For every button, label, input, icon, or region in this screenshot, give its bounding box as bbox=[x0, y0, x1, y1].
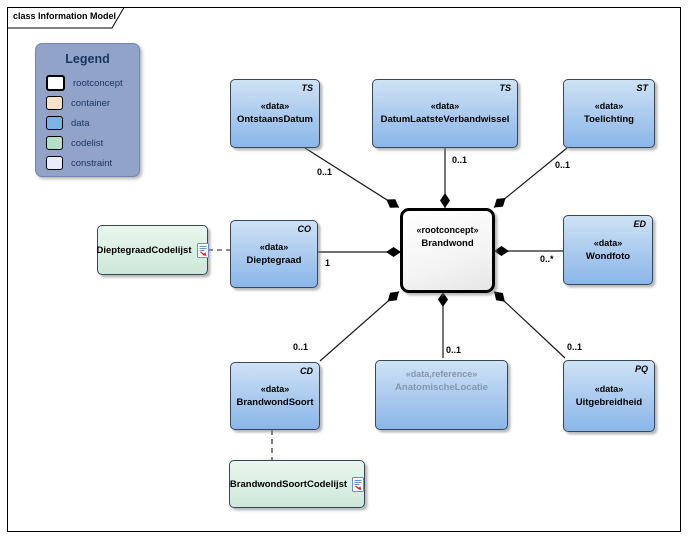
stereotype-label: «data» bbox=[593, 237, 623, 248]
legend-item-data: data bbox=[46, 113, 139, 133]
diamond-ontstaansdatum bbox=[386, 199, 399, 208]
node-dieptegraad[interactable]: CO «data» Dieptegraad bbox=[230, 220, 318, 288]
legend-item-label: rootconcept bbox=[73, 77, 123, 89]
type-code: PQ bbox=[634, 364, 648, 374]
node-name: OntstaansDatum bbox=[236, 114, 313, 125]
legend-item-label: container bbox=[71, 97, 111, 109]
node-brandwondsoortcodelijst[interactable]: BrandwondSoortCodelijst bbox=[229, 460, 365, 508]
node-name: DatumLaatsteVerbandwissel bbox=[380, 114, 510, 125]
connector-brandwondsoort bbox=[319, 291, 400, 362]
connector-ontstaansdatum bbox=[304, 147, 400, 209]
diamond-datumlaatsteverbandwissel bbox=[440, 193, 450, 208]
type-code: TS bbox=[499, 83, 511, 93]
constraint-swatch bbox=[46, 156, 63, 170]
type-code: ST bbox=[636, 83, 648, 93]
node-name: BrandwondSoortCodelijst bbox=[229, 478, 348, 490]
multiplicity-toelichting: 0..1 bbox=[555, 160, 571, 170]
type-code: CO bbox=[297, 224, 312, 234]
multiplicity-brandwondsoort: 0..1 bbox=[293, 342, 309, 352]
node-anatomischelocatie[interactable]: «data,reference» AnatomischeLocatie bbox=[375, 360, 508, 430]
stereotype-label: «data» bbox=[259, 241, 289, 252]
node-name: Uitgebreidheid bbox=[575, 396, 643, 408]
node-name: DieptegraadCodelijst bbox=[96, 244, 192, 256]
node-brandwondsoort[interactable]: CD «data» BrandwondSoort bbox=[230, 362, 320, 430]
legend-item-label: data bbox=[71, 117, 90, 129]
node-name: AnatomischeLocatie bbox=[395, 382, 488, 393]
multiplicity-datumlaatsteverbandwissel: 0..1 bbox=[452, 155, 468, 165]
node-name: Brandwond bbox=[421, 238, 474, 249]
node-name: BrandwondSoort bbox=[236, 396, 314, 408]
connector-toelichting bbox=[493, 147, 568, 208]
type-code: ED bbox=[633, 219, 646, 229]
frame-tab bbox=[7, 7, 125, 29]
node-name: Toelichting bbox=[584, 114, 634, 125]
legend-item-container: container bbox=[46, 93, 139, 113]
document-icon bbox=[352, 476, 365, 492]
rootconcept-swatch bbox=[46, 75, 65, 91]
node-dieptegraadcodelijst[interactable]: DieptegraadCodelijst bbox=[96, 225, 209, 275]
diamond-wondfoto bbox=[494, 246, 509, 256]
legend-item-label: constraint bbox=[71, 157, 113, 169]
multiplicity-wondfoto: 0..* bbox=[540, 254, 554, 264]
multiplicity-ontstaansdatum: 0..1 bbox=[317, 167, 333, 177]
stereotype-label: «data» bbox=[260, 101, 290, 111]
legend-item-rootconcept: rootconcept bbox=[46, 73, 139, 93]
multiplicity-anatomischelocatie: 0..1 bbox=[446, 345, 462, 355]
stereotype-label: «data» bbox=[260, 383, 290, 394]
node-toelichting[interactable]: ST «data» Toelichting bbox=[563, 79, 655, 148]
diamond-brandwondsoort bbox=[387, 291, 399, 302]
diamond-uitgebreidheid bbox=[494, 291, 505, 302]
stereotype-label: «data,reference» bbox=[405, 369, 478, 379]
composition-diamonds bbox=[386, 193, 509, 307]
data-swatch bbox=[46, 116, 63, 130]
legend-title: Legend bbox=[65, 52, 110, 66]
diamond-anatomischelocatie bbox=[438, 292, 448, 307]
type-code: CD bbox=[300, 366, 313, 376]
stereotype-label: «data» bbox=[594, 383, 624, 394]
document-icon bbox=[196, 242, 209, 258]
stereotype-label: «rootconcept» bbox=[416, 225, 479, 235]
node-name: Wondfoto bbox=[585, 250, 631, 262]
multiplicity-dieptegraad: 1 bbox=[325, 258, 331, 268]
diamond-toelichting bbox=[494, 198, 506, 208]
legend-item-codelist: codelist bbox=[46, 133, 139, 153]
stereotype-label: «data» bbox=[430, 101, 460, 111]
frame-tab-label: class Information Model bbox=[13, 11, 117, 21]
stereotype-label: «data» bbox=[594, 101, 624, 111]
diamond-dieptegraad bbox=[386, 247, 401, 257]
type-code: TS bbox=[301, 83, 313, 93]
node-wondfoto[interactable]: ED «data» Wondfoto bbox=[563, 215, 653, 285]
legend-item-label: codelist bbox=[71, 137, 104, 149]
container-swatch bbox=[46, 96, 63, 110]
node-ontstaansdatum[interactable]: TS «data» OntstaansDatum bbox=[230, 79, 320, 148]
legend-item-constraint: constraint bbox=[46, 153, 139, 173]
node-brandwond[interactable]: «rootconcept» Brandwond bbox=[400, 208, 495, 293]
codelist-swatch bbox=[46, 136, 63, 150]
legend: Legend rootconcept container data codeli… bbox=[35, 43, 140, 177]
connector-uitgebreidheid bbox=[493, 291, 566, 359]
multiplicity-uitgebreidheid: 0..1 bbox=[567, 342, 583, 352]
node-uitgebreidheid[interactable]: PQ «data» Uitgebreidheid bbox=[563, 360, 655, 432]
node-name: Dieptegraad bbox=[246, 254, 302, 266]
node-datumlaatsteverbandwissel[interactable]: TS «data» DatumLaatsteVerbandwissel bbox=[372, 79, 518, 148]
diagram-frame bbox=[7, 7, 681, 532]
